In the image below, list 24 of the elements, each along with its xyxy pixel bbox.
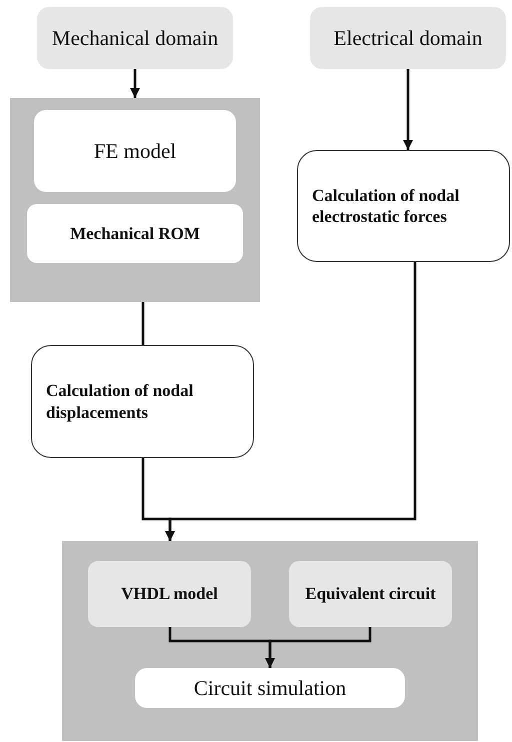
- box-label: VHDL model: [121, 583, 218, 605]
- process-box: [297, 150, 510, 262]
- box-label: Electrical domain: [334, 24, 482, 52]
- process-box: [135, 668, 405, 708]
- arrow: [265, 627, 372, 668]
- arrow: [165, 262, 416, 541]
- box-label: Circuit simulation: [194, 674, 346, 702]
- box-label: Mechanical ROM: [70, 222, 200, 244]
- arrow: [403, 69, 413, 150]
- group-panel: [10, 98, 260, 302]
- process-box: [289, 561, 452, 627]
- process-box: [31, 345, 254, 458]
- process-box: [27, 204, 243, 263]
- box-label: Equivalent circuit: [305, 583, 436, 605]
- group-panel: [62, 541, 478, 741]
- process-box: [37, 7, 233, 69]
- arrow: [130, 69, 140, 98]
- box-label: Calculation of nodal electrostatic forces: [312, 184, 460, 228]
- box-label: Calculation of nodal displacements: [46, 380, 194, 423]
- box-label: Mechanical domain: [52, 24, 218, 52]
- process-box: [34, 110, 236, 192]
- process-box: [310, 7, 506, 69]
- box-label: FE model: [94, 138, 176, 164]
- process-box: [88, 561, 251, 627]
